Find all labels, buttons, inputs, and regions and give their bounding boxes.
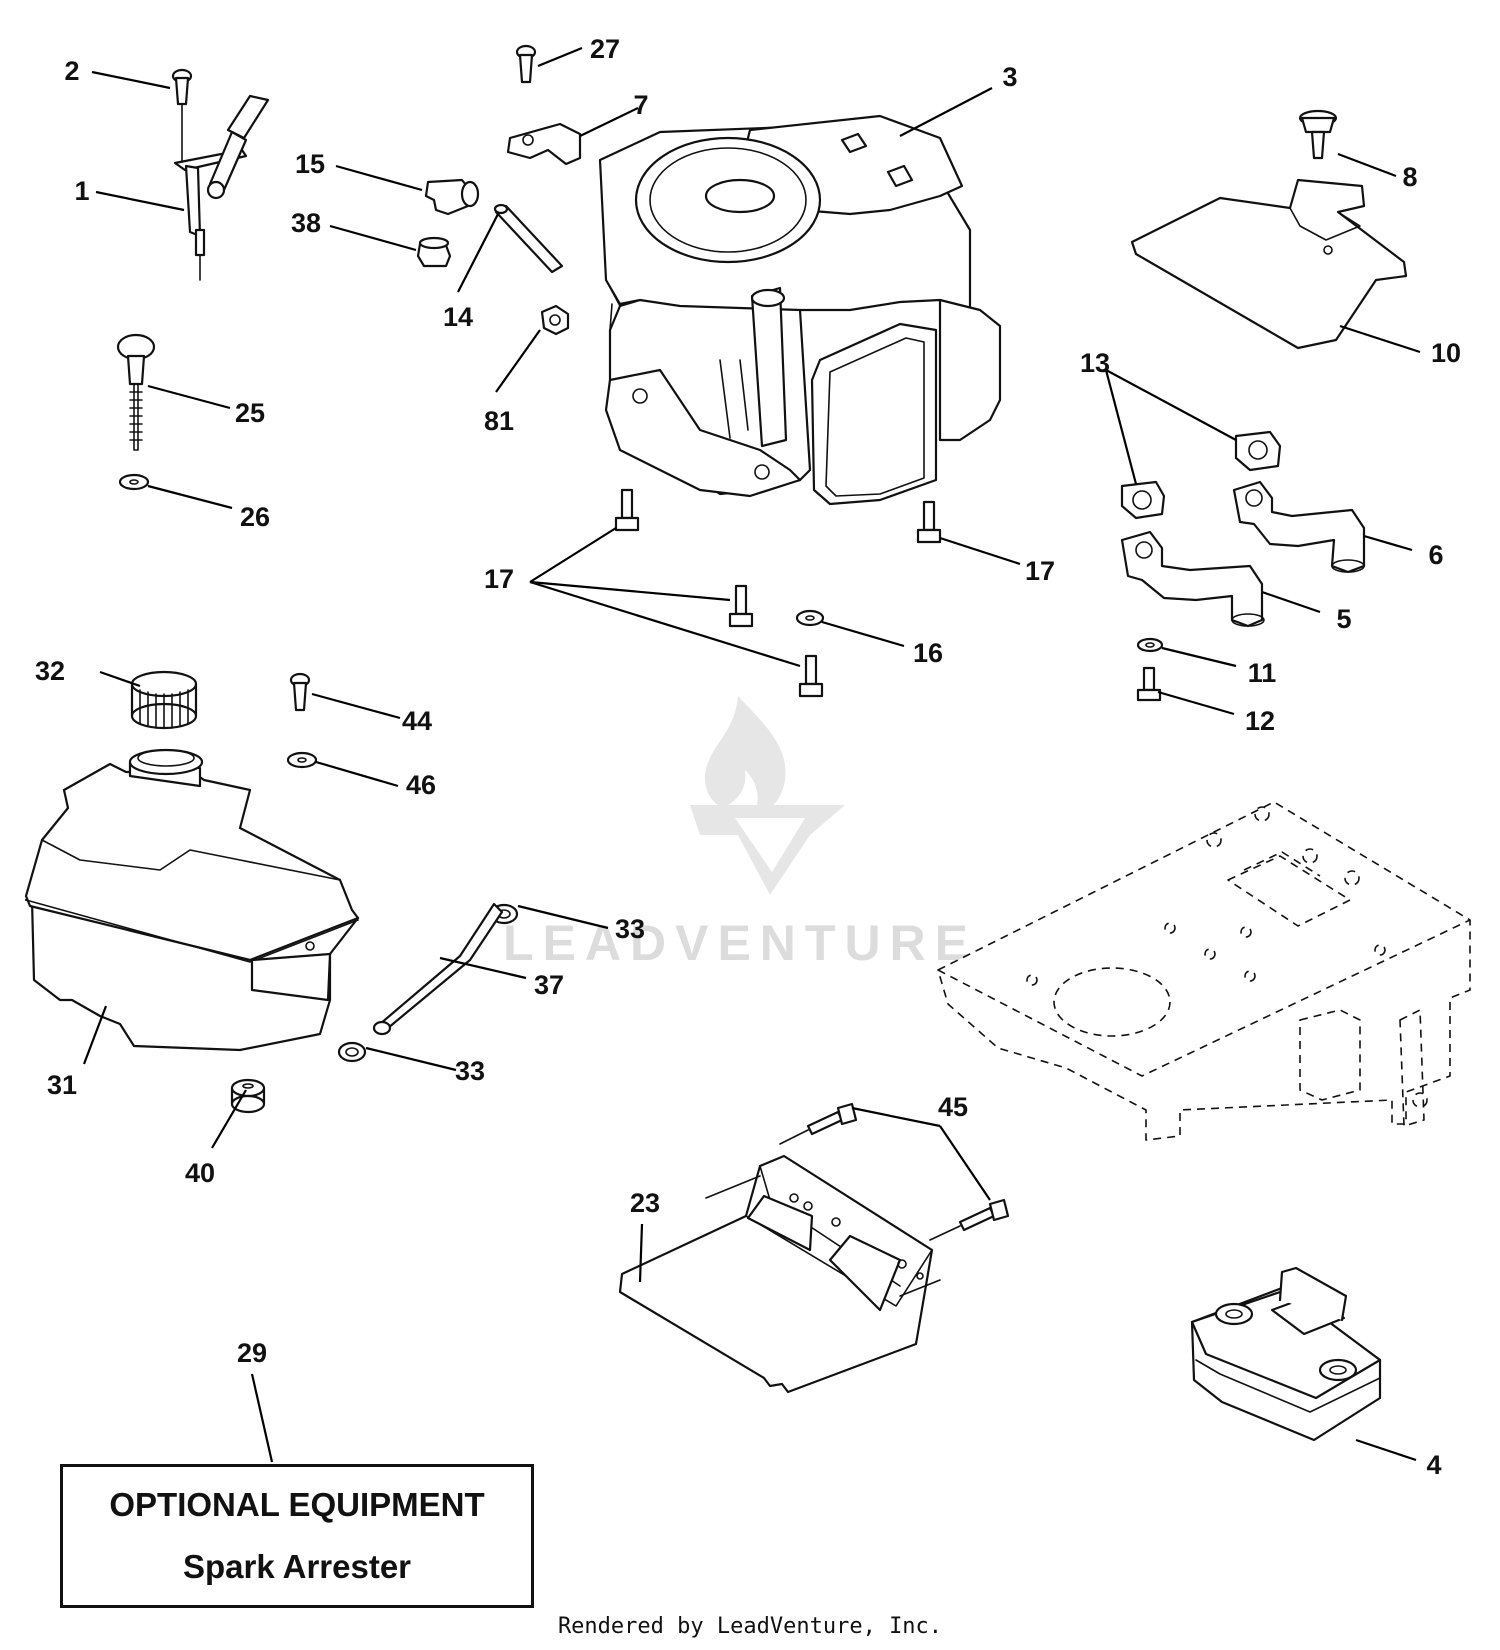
callout-6: 6 bbox=[1428, 540, 1443, 570]
callout-17b: 17 bbox=[1025, 556, 1055, 586]
callout-17a: 17 bbox=[484, 564, 514, 594]
part-screw-2 bbox=[171, 68, 193, 106]
part-bolt-45a bbox=[779, 1102, 858, 1145]
callout-16: 16 bbox=[913, 638, 943, 668]
callout-25: 25 bbox=[235, 398, 265, 428]
callout-3: 3 bbox=[1002, 62, 1017, 92]
part-screw-44 bbox=[289, 672, 311, 712]
callout-5: 5 bbox=[1336, 604, 1351, 634]
callout-32: 32 bbox=[35, 656, 65, 686]
part-bracket-23 bbox=[618, 1154, 941, 1394]
callout-12: 12 bbox=[1245, 706, 1275, 736]
part-washer-26 bbox=[118, 473, 150, 491]
part-bolt-45b bbox=[929, 1198, 1010, 1241]
part-plug-38 bbox=[416, 236, 452, 268]
watermark-logo bbox=[690, 696, 845, 895]
callout-29: 29 bbox=[237, 1338, 267, 1368]
flame-v-logo-icon bbox=[704, 696, 786, 818]
part-washer-46 bbox=[286, 751, 318, 769]
part-lockwasher-16 bbox=[795, 609, 825, 627]
part-clamp-33b bbox=[337, 1041, 367, 1063]
part-washer-11 bbox=[1136, 637, 1164, 653]
watermark-text: LEADVENTURE bbox=[503, 915, 977, 971]
callout-46: 46 bbox=[406, 770, 436, 800]
callout-13: 13 bbox=[1080, 348, 1110, 378]
callout-26: 26 bbox=[240, 502, 270, 532]
callout-38: 38 bbox=[291, 208, 321, 238]
optional-equipment-subtitle: Spark Arrester bbox=[182, 1548, 412, 1585]
callout-15: 15 bbox=[295, 149, 325, 179]
callout-31: 31 bbox=[47, 1070, 77, 1100]
part-bolt-17c bbox=[798, 654, 824, 698]
part-fuel-line-37 bbox=[372, 902, 504, 1036]
leader-lines bbox=[82, 46, 1421, 1463]
part-pipe-6 bbox=[1232, 480, 1366, 574]
footer-credit: Rendered by LeadVenture, Inc. bbox=[557, 1614, 943, 1639]
optional-equipment-box: OPTIONAL EQUIPMENT Spark Arrester bbox=[60, 1464, 534, 1608]
callout-4: 4 bbox=[1426, 1450, 1441, 1480]
part-fuel-tank-31 bbox=[24, 748, 360, 1052]
part-muffler-4 bbox=[1190, 1266, 1382, 1442]
part-clamp-7 bbox=[506, 122, 582, 166]
callout-81: 81 bbox=[484, 406, 514, 436]
part-bolt-17d bbox=[916, 500, 942, 544]
part-bolt-12 bbox=[1136, 666, 1162, 702]
callout-11: 11 bbox=[1248, 658, 1277, 688]
part-gaskets-13 bbox=[1120, 430, 1282, 520]
part-bolt-17b bbox=[728, 584, 754, 628]
part-shield-10 bbox=[1130, 178, 1408, 350]
callout-10: 10 bbox=[1431, 338, 1461, 368]
callout-45: 45 bbox=[938, 1092, 968, 1122]
callout-40: 40 bbox=[185, 1158, 215, 1188]
callout-23: 23 bbox=[630, 1188, 660, 1218]
part-fuel-cap-32 bbox=[130, 670, 198, 730]
callout-44: 44 bbox=[402, 706, 432, 736]
part-engine-3 bbox=[598, 114, 1002, 506]
part-pipe-5 bbox=[1120, 530, 1265, 628]
callout-1: 1 bbox=[74, 176, 89, 206]
part-elbow-15 bbox=[424, 178, 480, 216]
part-tube-14 bbox=[493, 203, 564, 274]
part-nut-81 bbox=[540, 304, 570, 336]
callout-27: 27 bbox=[590, 34, 620, 64]
callout-33b: 33 bbox=[455, 1056, 485, 1086]
part-screw-8 bbox=[1298, 109, 1338, 160]
callout-14: 14 bbox=[443, 302, 473, 332]
part-screw-27 bbox=[515, 44, 537, 84]
part-frame-reference bbox=[937, 801, 1471, 1141]
part-bolt-17a bbox=[614, 488, 640, 532]
optional-equipment-title: OPTIONAL EQUIPMENT bbox=[109, 1486, 485, 1523]
callout-7: 7 bbox=[633, 90, 648, 120]
callout-2: 2 bbox=[64, 56, 79, 86]
callout-37: 37 bbox=[534, 970, 564, 1000]
part-knob-25 bbox=[116, 333, 156, 451]
callout-labels: 2 1 27 7 3 15 38 14 81 8 10 13 25 26 6 5… bbox=[35, 34, 1461, 1480]
callout-8: 8 bbox=[1402, 162, 1417, 192]
callout-33a: 33 bbox=[615, 914, 645, 944]
part-throttle-control bbox=[173, 94, 270, 281]
